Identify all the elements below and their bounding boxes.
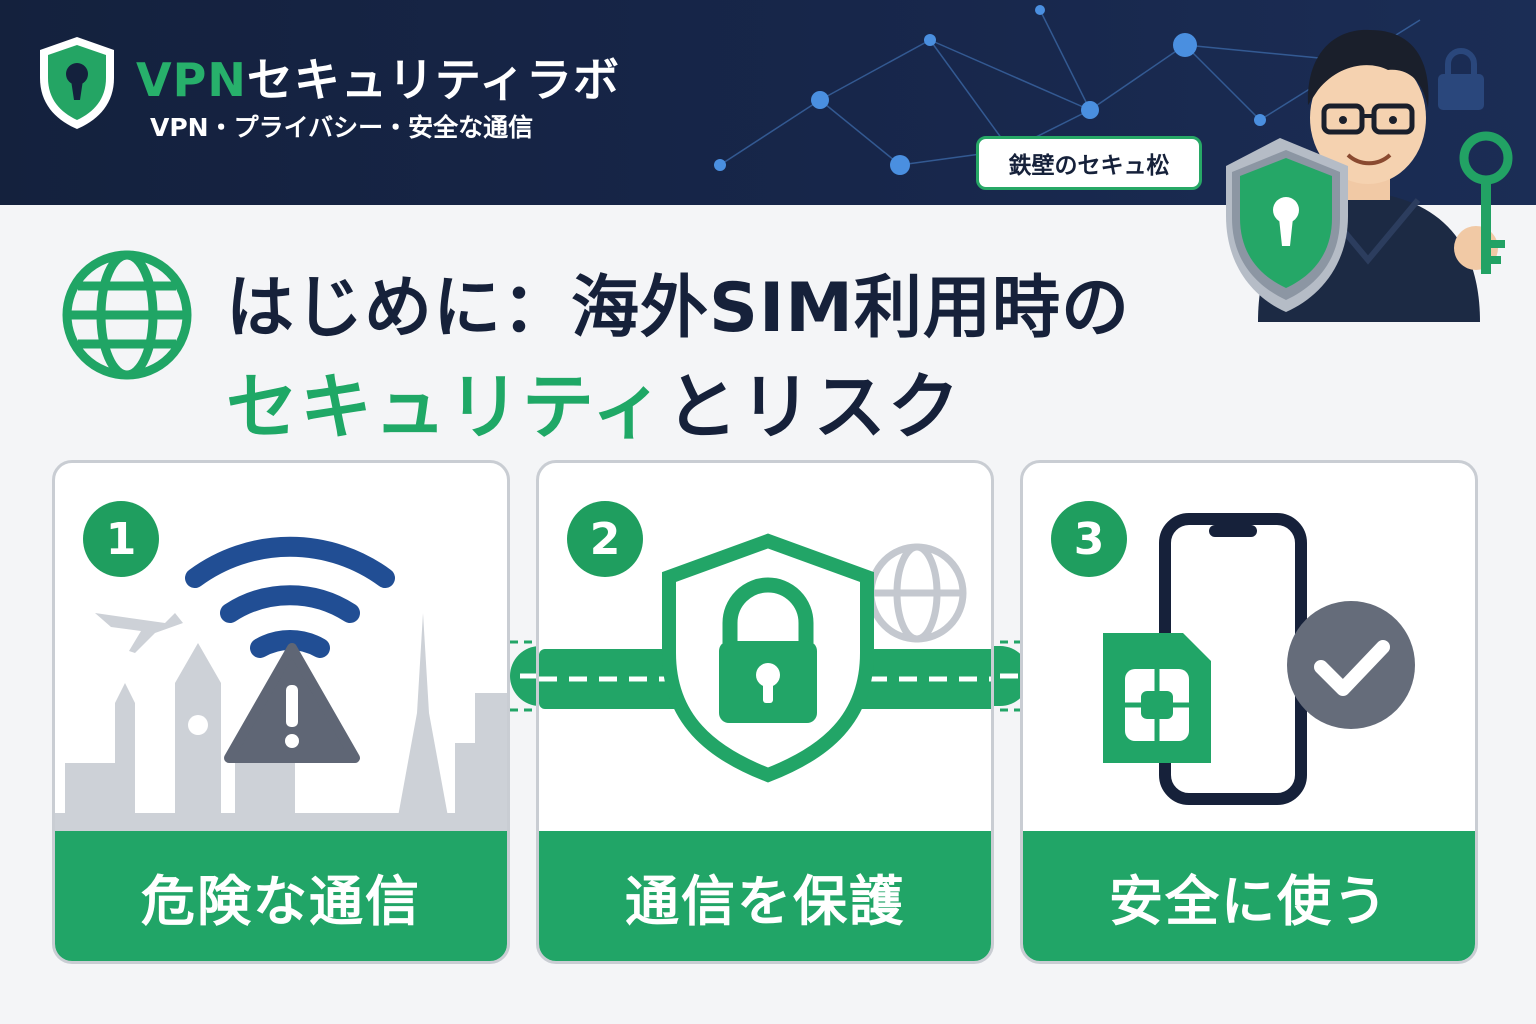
- page-title-line1: はじめに：海外SIM利用時の: [226, 269, 1130, 348]
- brand-tagline: VPN・プライバシー・安全な通信: [150, 113, 534, 142]
- shield-keyhole-icon: [40, 37, 114, 129]
- step-card-1[interactable]: 1 危険な通信: [52, 460, 510, 964]
- step-card-2[interactable]: 2 通信を保護: [536, 460, 994, 964]
- brand-prefix: VPN: [136, 53, 247, 107]
- step-label: 危険な通信: [55, 831, 507, 961]
- step-card-3[interactable]: 3 安全に使う: [1020, 460, 1478, 964]
- lock-shield-illustration: [539, 533, 991, 783]
- title-rest: とリスク: [665, 365, 962, 449]
- page-title-line2: セキュリティとリスク: [226, 348, 962, 453]
- site-header: VPNセキュリティラボ VPN・プライバシー・安全な通信 鉄壁のセキュ松: [0, 0, 1536, 205]
- brand-name[interactable]: VPNセキュリティラボ: [136, 44, 620, 110]
- title-highlight: セキュリティ: [226, 365, 666, 449]
- step-label: 安全に使う: [1023, 831, 1475, 961]
- brand-suffix: セキュリティラボ: [246, 53, 621, 107]
- step-number: 2: [567, 501, 643, 577]
- globe-icon: [62, 250, 192, 380]
- step-number: 1: [83, 501, 159, 577]
- step-number: 3: [1051, 501, 1127, 577]
- mascot-character-illustration: [1226, 29, 1513, 322]
- mascot-name-badge: 鉄壁のセキュ松: [976, 136, 1202, 190]
- sim-phone-check-illustration: [1103, 513, 1415, 805]
- step-label: 通信を保護: [539, 831, 991, 961]
